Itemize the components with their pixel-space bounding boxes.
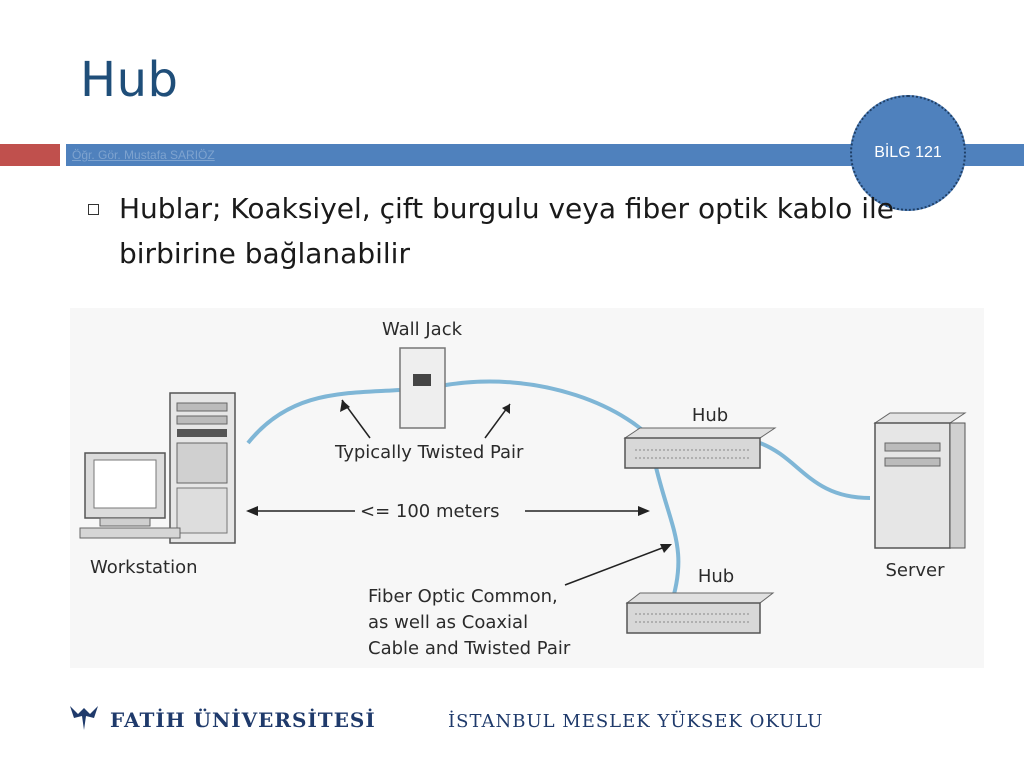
bullet-square-icon xyxy=(88,204,99,215)
twisted-pair-label: Typically Twisted Pair xyxy=(334,442,524,463)
header-band-accent xyxy=(0,144,60,166)
slide-title: Hub xyxy=(80,52,179,108)
arrowhead-left-twisted xyxy=(340,400,350,412)
network-diagram: Wall Jack Workstation Hub Hub Server xyxy=(70,308,984,668)
university-name: FATİH ÜNİVERSİTESİ xyxy=(110,707,376,732)
header-band xyxy=(66,144,1024,166)
distance-arrowhead-left xyxy=(246,506,258,516)
course-badge-label: BİLG 121 xyxy=(874,144,942,161)
arrow-fiber xyxy=(564,544,671,586)
hub-top-label: Hub xyxy=(692,405,728,426)
distance-label: <= 100 meters xyxy=(360,501,499,522)
hub-top-icon xyxy=(623,427,777,469)
workstation-icon xyxy=(79,392,236,544)
arrowhead-fiber xyxy=(660,544,672,553)
cable-hub-server xyxy=(759,441,871,500)
footer-logo-bar: FATİH ÜNİVERSİTESİ İSTANBUL MESLEK YÜKSE… xyxy=(70,706,823,732)
fiber-label-line1: Fiber Optic Common, xyxy=(368,586,558,607)
hub-bottom-icon xyxy=(625,592,775,634)
course-badge: BİLG 121 xyxy=(850,95,966,211)
bullet-text: Hublar; Koaksiyel, çift burgulu veya fib… xyxy=(119,192,894,270)
server-label: Server xyxy=(885,560,945,581)
wall-jack-label: Wall Jack xyxy=(382,319,463,340)
wall-jack-icon xyxy=(399,347,446,429)
fiber-label-line3: Cable and Twisted Pair xyxy=(368,638,571,659)
author-name: Öğr. Gör. Mustafa SARIÖZ xyxy=(72,148,215,162)
fiber-label-line2: as well as Coaxial xyxy=(368,612,528,633)
school-name: İSTANBUL MESLEK YÜKSEK OKULU xyxy=(448,709,823,732)
cable-hub-hub xyxy=(653,462,681,609)
server-icon xyxy=(873,412,967,549)
distance-arrowhead-right xyxy=(638,506,650,516)
university-logo-icon xyxy=(70,706,98,730)
hub-bottom-label: Hub xyxy=(698,566,734,587)
arrowhead-right-twisted xyxy=(502,404,510,414)
workstation-label: Workstation xyxy=(90,557,198,578)
